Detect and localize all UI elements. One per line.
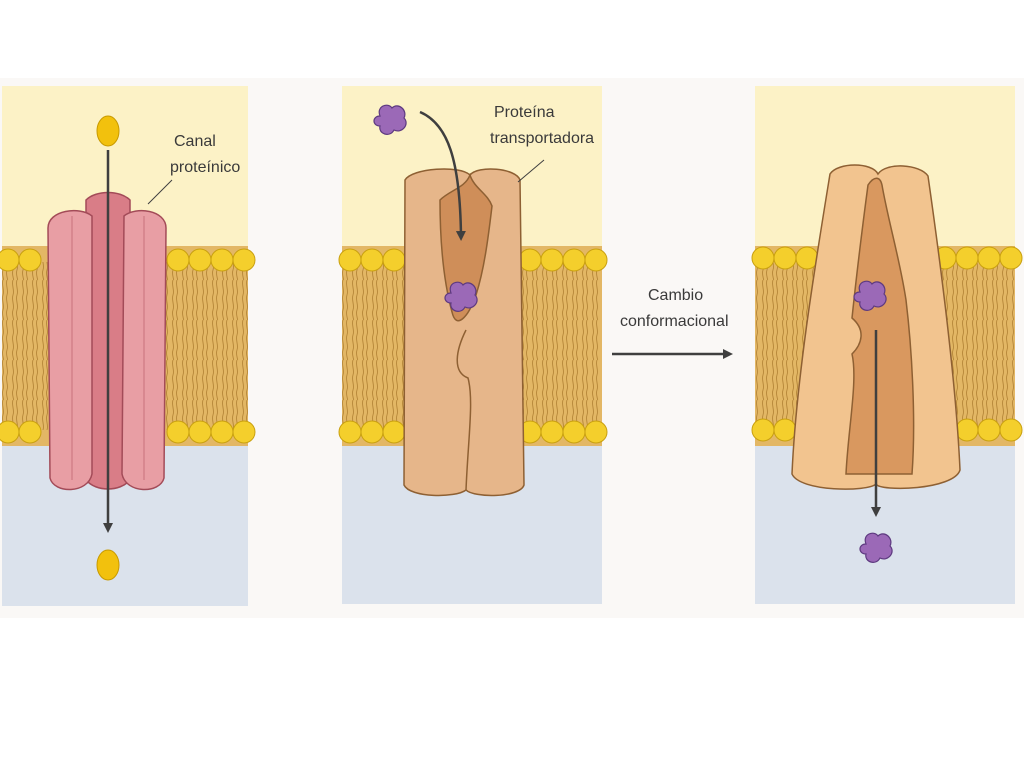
carrier-protein-open [791, 164, 961, 490]
transition: Cambio conformacional [612, 287, 733, 359]
transition-label-line1: Cambio [648, 287, 703, 304]
ion-bottom [96, 549, 120, 581]
channel-label-line2: proteínico [170, 159, 240, 176]
channel-label-leader [147, 179, 173, 205]
binding-arrow [419, 110, 466, 241]
carrier-protein [403, 168, 525, 497]
carrier-label-line2: transportadora [490, 130, 594, 147]
carrier-panel: Proteína transportadora [338, 86, 608, 604]
carrier-label-leader [517, 159, 545, 183]
carrier-changed-panel [751, 86, 1023, 604]
ion-top [96, 115, 120, 147]
carrier-label-line1: Proteína [494, 104, 555, 121]
transition-label-line2: conformacional [620, 313, 729, 330]
lipid-heads [751, 246, 1023, 442]
channel-label-line1: Canal [174, 133, 216, 150]
channel-panel: Canal proteínico [0, 86, 256, 606]
lipid-heads [338, 248, 608, 444]
lipid-heads [0, 248, 256, 444]
